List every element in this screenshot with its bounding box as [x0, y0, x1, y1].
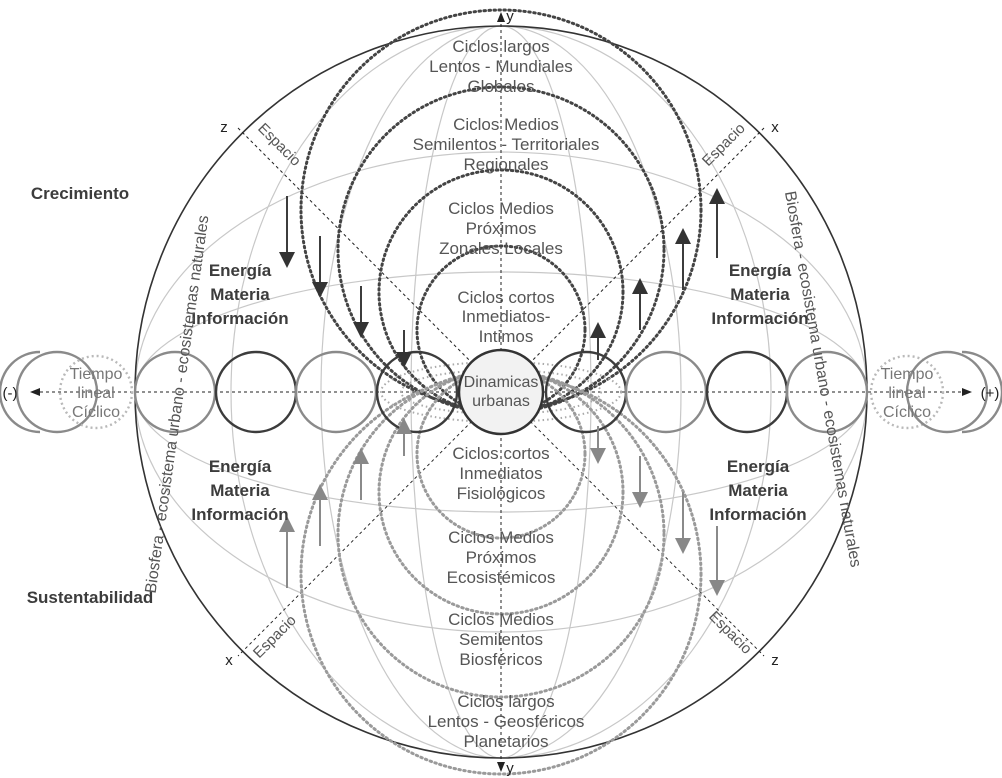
space-label-tl: Espacio [254, 120, 304, 170]
center-circle [457, 348, 545, 436]
lower-cycle-2-line-3: Ecosistémicos [447, 568, 556, 587]
flow-bl-2: Materia [210, 481, 270, 500]
cycle-loop-11 [785, 350, 869, 434]
flow-labels: Energía Materia Información Energía Mate… [191, 261, 808, 524]
lower-cycle-4-line-3: Planetarios [463, 732, 548, 751]
upper-cycle-3-line-3: Zonales Locales [439, 239, 563, 258]
upper-cycle-2-line-1: Ciclos Medios [453, 115, 559, 134]
cycle-loop-1 [15, 350, 99, 434]
upper-cycle-2-line-2: Semilentos - Territoriales [413, 135, 600, 154]
lower-cycle-2-line-2: Próximos [466, 548, 537, 567]
time-right-3: Cíclico [883, 404, 931, 421]
space-label-br: Espacio [705, 608, 755, 658]
upper-cycle-4-line-2: Inmediatos- [462, 307, 551, 326]
upper-cycle-2-line-3: Regionales [463, 155, 548, 174]
growth-label: Crecimiento [31, 184, 129, 203]
lower-cycle-1-line-2: Inmediatos [459, 464, 542, 483]
lower-cycle-labels: Ciclos cortos Inmediatos Fisiológicos Ci… [428, 444, 585, 751]
space-label-tr: Espacio [699, 120, 749, 170]
lower-cycle-1-line-1: Ciclos cortos [452, 444, 549, 463]
lower-cycle-1-line-3: Fisiológicos [457, 484, 546, 503]
flow-tl-2: Materia [210, 285, 270, 304]
lower-cycle-2-line-1: Ciclos Medios [448, 528, 554, 547]
edge-arc-1 [0, 350, 41, 434]
time-left-3: Cíclico [72, 404, 120, 421]
upper-cycle-1-line-2: Lentos - Mundiales [429, 57, 573, 76]
meridian-2 [320, 26, 682, 758]
biosphere-label-left: Biosfera - ecosistema urbano - ecosistem… [143, 214, 213, 594]
lower-cycle-3-line-3: Biosféricos [459, 650, 542, 669]
flow-tr-3: Información [711, 309, 808, 328]
upper-cycle-4-line-1: Ciclos cortos [457, 288, 554, 307]
flow-tl-1: Energía [209, 261, 272, 280]
upper-cycle-1-line-3: Globales [467, 77, 534, 96]
center-label-2: urbanas [472, 393, 530, 410]
time-right-1: Tiempo [881, 366, 934, 383]
center-label-1: Dinamicas [464, 374, 539, 391]
time-cycle-loops [0, 350, 1002, 434]
lower-cycle-4-line-1: Ciclos largos [457, 692, 554, 711]
flow-arrows [279, 188, 725, 596]
lower-cycle-3-line-2: Semilentos [459, 630, 543, 649]
axis-z-top-left: z [220, 119, 228, 136]
cycle-loop-6 [375, 350, 459, 434]
flow-tr-2: Materia [730, 285, 790, 304]
axis-arrowheads [30, 12, 972, 772]
flow-bl-3: Información [191, 505, 288, 524]
edge-arc-2 [961, 350, 1002, 434]
axis-y-bottom: y [506, 760, 514, 777]
axis-z-bottom-right: z [771, 652, 779, 669]
flow-br-2: Materia [728, 481, 788, 500]
upper-cycle-labels: Ciclos largos Lentos - Mundiales Globale… [413, 37, 600, 346]
cycle-loop-12 [869, 354, 945, 430]
upper-cycle-3-line-1: Ciclos Medios [448, 199, 554, 218]
axis-x-top-right: x [771, 119, 779, 136]
upper-cycle-3-line-2: Próximos [466, 219, 537, 238]
space-label-bl: Espacio [250, 612, 300, 662]
axis-plus: (+) [981, 385, 1000, 402]
upper-cycle-1-line-1: Ciclos largos [452, 37, 549, 56]
center-lens [380, 361, 622, 423]
cycle-loop-13 [905, 350, 989, 434]
lower-cycle-3-line-1: Ciclos Medios [448, 610, 554, 629]
time-left-2: lineal [77, 385, 114, 402]
axis-x-bottom-left: x [225, 652, 233, 669]
flow-tl-3: Información [191, 309, 288, 328]
sustainability-label: Sustentabilidad [27, 588, 154, 607]
flow-br-3: Información [709, 505, 806, 524]
time-right-2: lineal [888, 385, 925, 402]
axis-y-top: y [506, 8, 514, 25]
meridian-3 [230, 26, 772, 758]
flow-tr-1: Energía [729, 261, 792, 280]
cycle-loop-2 [58, 354, 134, 430]
lower-cycle-4-line-2: Lentos - Geosféricos [428, 712, 585, 731]
time-labels: Tiempo lineal Cíclico Tiempo lineal Cícl… [70, 366, 934, 421]
time-left-1: Tiempo [70, 366, 123, 383]
flow-bl-1: Energía [209, 457, 272, 476]
meridian-1 [410, 26, 592, 758]
axis-minus: (-) [3, 385, 18, 402]
upper-cycle-4-line-3: Intimos [479, 327, 534, 346]
flow-br-1: Energía [727, 457, 790, 476]
